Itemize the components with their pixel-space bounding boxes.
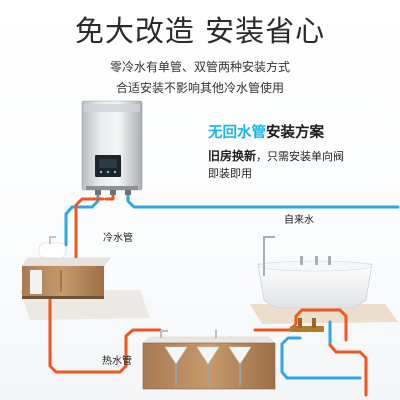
scheme-description-rest: ，只需安装单向阀 (256, 150, 345, 163)
hot-return-down (328, 343, 368, 397)
stool-2 (196, 346, 220, 365)
sink-basin (38, 242, 67, 259)
scheme-title-rest: 安装方案 (266, 125, 324, 141)
cold-floor-loop (280, 336, 362, 380)
label-hot-pipe: 热水管 (102, 356, 132, 367)
cold-supply-line (126, 188, 400, 209)
hot-to-vanity (74, 197, 105, 264)
scheme-title-highlight: 无回水管 (208, 125, 266, 141)
subline-pipes: 零冷水有单管、双管两种安装方式 (109, 60, 290, 74)
label-cold-pipe: 冷水管 (103, 233, 133, 244)
floor-platform (250, 304, 398, 324)
stool-1 (164, 346, 188, 365)
scheme-description-line2: 即装即用 (208, 167, 252, 180)
bathtub (257, 236, 373, 332)
stool-3 (228, 346, 252, 365)
scheme-description-bold: 旧房换新 (208, 149, 257, 163)
label-tap-water: 自来水 (284, 215, 314, 226)
bathroom-vanity (21, 236, 111, 299)
scheme-title: 无回水管安装方案 (208, 121, 324, 142)
water-heater (81, 100, 143, 195)
subline-compat: 合适安装不影响其他冷水管使用 (115, 81, 284, 95)
scheme-description: 旧房换新，只需安装单向阀 (208, 147, 344, 164)
kitchen-island (142, 330, 276, 390)
hot-to-kitchen (48, 298, 162, 374)
brass-manifold (290, 326, 324, 332)
tub-faucet (263, 236, 265, 276)
headline: 免大改造 安装省心 (74, 14, 326, 48)
